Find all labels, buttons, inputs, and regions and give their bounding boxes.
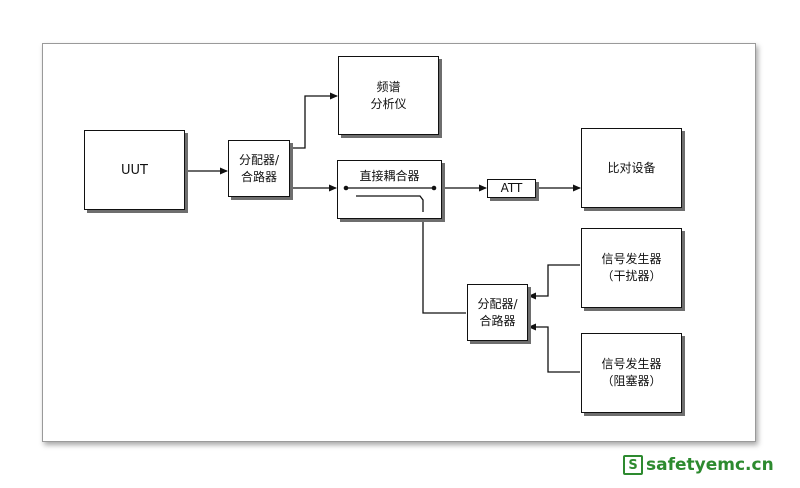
site-watermark: S safetyemc.cn xyxy=(623,453,774,477)
spectrum-label-line2: 分析仪 xyxy=(370,96,407,111)
watermark-text: safetyemc.cn xyxy=(646,455,774,475)
link-siggen2-splitter2 xyxy=(528,323,580,373)
splitter2-label-line2: 合路器 xyxy=(479,313,516,328)
coupler-label: 直接耦合器 xyxy=(359,169,420,183)
link-splitter2-coupler xyxy=(419,211,466,314)
splitter-combiner-block-2: 分配器/ 合路器 xyxy=(467,284,528,341)
siggen1-label-line2: （干扰器） xyxy=(601,269,662,283)
siggen2-label-line1: 信号发生器 xyxy=(601,357,662,371)
comparator-block: 比对设备 xyxy=(581,128,682,208)
uut-label: UUT xyxy=(121,162,148,178)
watermark-logo-icon: S xyxy=(623,455,643,475)
comparator-label: 比对设备 xyxy=(607,160,656,175)
spectrum-analyzer-block: 频谱 分析仪 xyxy=(338,56,439,135)
siggen2-label-line2: （阻塞器） xyxy=(601,374,662,388)
signal-generator-interferer-block: 信号发生器 （干扰器） xyxy=(581,228,682,308)
siggen1-label-line1: 信号发生器 xyxy=(601,252,662,266)
splitter-combiner-block-1: 分配器/ 合路器 xyxy=(228,140,290,197)
link-siggen1-splitter2 xyxy=(528,264,580,300)
spectrum-label-line1: 频谱 xyxy=(376,79,401,94)
att-block: ATT xyxy=(487,179,536,198)
direct-coupler-block: 直接耦合器 xyxy=(337,160,442,219)
splitter2-label-line1: 分配器/ xyxy=(477,296,518,311)
uut-block: UUT xyxy=(84,130,185,210)
signal-generator-blocker-block: 信号发生器 （阻塞器） xyxy=(581,333,682,413)
splitter1-label-line2: 合路器 xyxy=(240,169,277,184)
link-splitter-spectrum xyxy=(291,92,338,149)
splitter1-label-line1: 分配器/ xyxy=(238,152,280,167)
att-label: ATT xyxy=(500,181,523,195)
